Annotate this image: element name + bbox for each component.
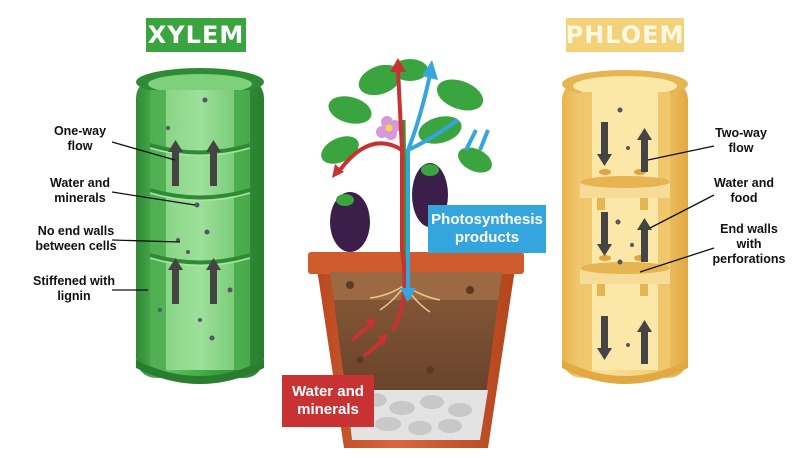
phloem-leaders: [639, 145, 715, 273]
phloem-molecules: [615, 107, 634, 347]
phloem-tube: [562, 70, 688, 384]
sugar-arrows: [464, 129, 490, 151]
soil-stones: [346, 281, 474, 374]
flower-icon: [376, 116, 401, 140]
xylem-up-arrow-3: [168, 258, 183, 304]
eggplant-left: [330, 192, 370, 252]
xylem-up-arrow-1: [168, 140, 183, 186]
xylem-vessel: [136, 68, 264, 384]
xylem-title: XYLEM: [146, 18, 246, 52]
phloem-arrows: [597, 122, 652, 364]
water-inflow-arrows: [350, 323, 384, 358]
xylem-leaders: [111, 141, 196, 291]
xylem-up-arrow-4: [206, 258, 221, 304]
phloem-title: PHLOEM: [566, 18, 684, 52]
xylem-molecules: [158, 97, 233, 341]
xylem-up-arrow-2: [206, 140, 221, 186]
